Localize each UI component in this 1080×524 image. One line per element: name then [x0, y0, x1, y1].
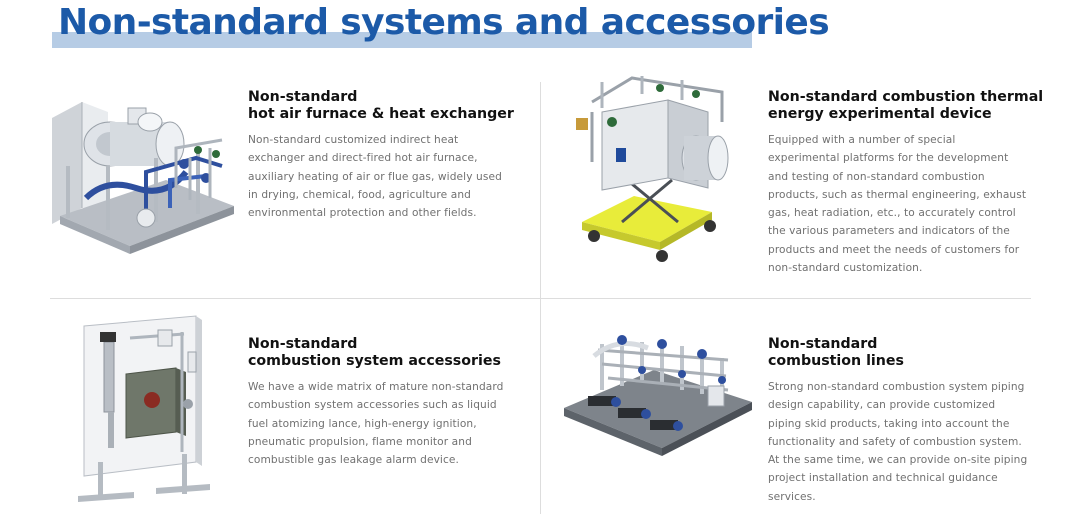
- card-heading-line1: Non-standard combustion thermal: [768, 89, 1044, 105]
- experimental-device-image: [572, 72, 732, 273]
- card-heading-line1: Non-standard: [248, 336, 358, 352]
- card-heading-line2: combustion system accessories: [248, 353, 501, 369]
- card-heading-line2: hot air furnace & heat exchanger: [248, 106, 514, 122]
- card-description: Equipped with a number of special experi…: [768, 134, 1027, 275]
- card-heading: Non-standard combustion lines: [768, 336, 1030, 370]
- card-heading-line2: energy experimental device: [768, 106, 992, 122]
- page-title-block: Non-standard systems and accessories: [52, 0, 830, 52]
- card-heading-line1: Non-standard: [768, 336, 878, 352]
- card-description: Strong non-standard combustion system pi…: [768, 381, 1028, 503]
- card-heading-line2: combustion lines: [768, 353, 904, 369]
- card-heading-line1: Non-standard: [248, 89, 358, 105]
- card-heading: Non-standard combustion thermal energy e…: [768, 89, 1044, 123]
- card-combustion-lines: Non-standard combustion lines Strong non…: [768, 336, 1030, 506]
- page-title: Non-standard systems and accessories: [58, 2, 830, 43]
- card-heading: Non-standard combustion system accessori…: [248, 336, 510, 370]
- card-heading: Non-standard hot air furnace & heat exch…: [248, 89, 514, 123]
- hot-air-furnace-image: [46, 88, 236, 273]
- card-system-accessories: Non-standard combustion system accessori…: [248, 336, 510, 469]
- card-description: Non-standard customized indirect heat ex…: [248, 134, 502, 220]
- title-underline: [52, 32, 752, 48]
- card-experimental-device: Non-standard combustion thermal energy e…: [768, 89, 1044, 277]
- combustion-lines-image: [558, 330, 758, 485]
- system-accessories-image: [74, 312, 214, 513]
- card-hot-air-furnace: Non-standard hot air furnace & heat exch…: [248, 89, 514, 222]
- horizontal-divider: [50, 298, 1031, 299]
- card-description: We have a wide matrix of mature non-stan…: [248, 381, 504, 467]
